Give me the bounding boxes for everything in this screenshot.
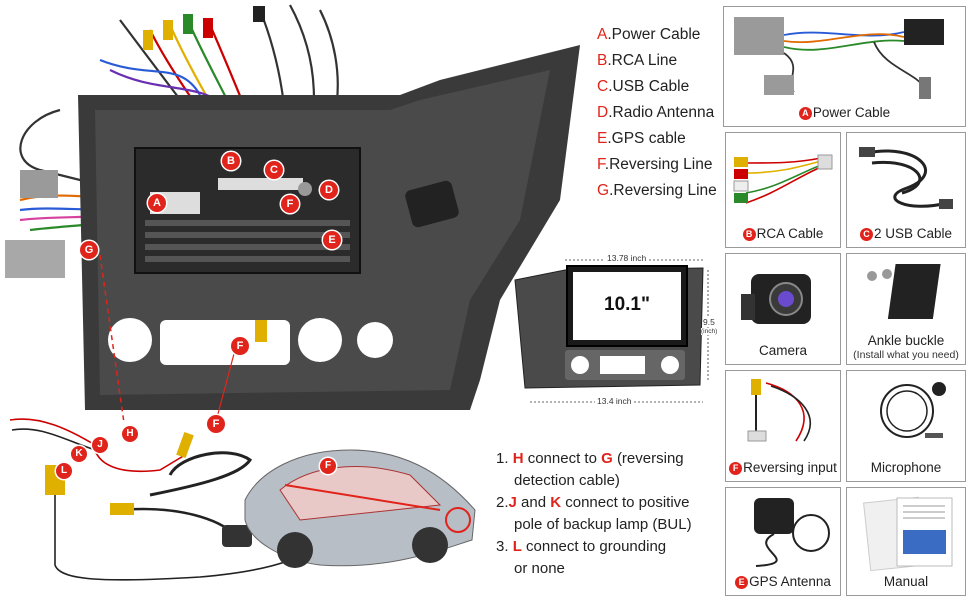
legend-item: A.Power Cable [597, 26, 701, 43]
marker-h: H [122, 426, 138, 442]
screen-size-label: 10.1" [604, 294, 650, 315]
part-marker: A [798, 107, 812, 120]
dimension-height-unit: (inch) [701, 328, 718, 335]
power-cable-image [734, 17, 944, 99]
part-label: Microphone [870, 460, 942, 475]
ankle-buckle-image [867, 264, 941, 319]
marker-g: G [80, 241, 98, 259]
dimension-height: 9.5 [703, 317, 715, 327]
marker-e: E [323, 231, 341, 249]
dimension-width: 13.78 inch [605, 253, 649, 263]
dimension-lines [514, 259, 709, 403]
legend-item: D.Radio Antenna [597, 104, 715, 121]
part-label: 2 USB Cable [873, 226, 953, 241]
part-label: RCA Cable [756, 226, 824, 241]
marker-b: B [222, 152, 240, 170]
part-label: Power Cable [812, 105, 891, 120]
legend-item: B.RCA Line [597, 52, 678, 69]
marker-f-wire: F [207, 415, 225, 433]
part-marker: C [859, 228, 873, 241]
part-label: GPS Antenna [749, 574, 831, 589]
part-marker: E [735, 576, 749, 589]
part-ankle-buckle: Ankle buckle (Install what you need) [846, 253, 966, 365]
marker-c: C [265, 161, 283, 179]
step-3-cont: or none [514, 560, 565, 577]
legend-item: F.Reversing Line [597, 156, 713, 173]
car-illustration [244, 449, 476, 568]
marker-j: J [92, 437, 108, 453]
part-sublabel: (Install what you need) [853, 349, 959, 361]
step-3: 3. L connect to grounding [496, 538, 667, 555]
marker-f-rca: F [231, 337, 249, 355]
dash-frame-illustration [5, 4, 580, 420]
microphone-image [880, 382, 946, 438]
legend-item: G.Reversing Line [597, 182, 717, 199]
part-label: Reversing input [743, 460, 837, 475]
marker-a: A [148, 194, 166, 212]
part-label: Camera [758, 343, 807, 358]
part-camera: Camera [725, 253, 841, 365]
legend-item: C.USB Cable [597, 78, 690, 95]
cable-legend: A.Power Cable B.RCA Line C.USB Cable D.R… [597, 22, 717, 204]
step-2-cont: pole of backup lamp (BUL) [514, 516, 692, 533]
marker-car-f: F [320, 458, 336, 474]
part-manual: Manual [846, 487, 966, 596]
usb-cable-image [859, 147, 953, 209]
part-marker: B [742, 228, 756, 241]
marker-l: L [56, 463, 72, 479]
marker-k: K [71, 446, 87, 462]
part-microphone: Microphone [846, 370, 966, 482]
step-2: 2.J and K connect to positive [496, 494, 690, 511]
part-marker: F [729, 462, 743, 475]
part-label: Ankle buckle [867, 333, 945, 348]
step-1-cont: detection cable) [514, 472, 620, 489]
rca-cable-image [733, 154, 833, 204]
gps-antenna-image [754, 498, 830, 567]
marker-d: D [320, 181, 338, 199]
step-1: 1. H connect to G (reversing [496, 450, 684, 467]
part-label: Manual [883, 574, 929, 589]
camera-image [741, 274, 811, 324]
reversing-input-image [747, 379, 811, 442]
manual-image [863, 496, 953, 572]
marker-f: F [281, 195, 299, 213]
connection-steps: 1. H connect to G (reversing detection c… [496, 448, 692, 580]
dimension-drawing: 13.78 inch 9.5 (inch) 13.4 inch 10.1" [505, 250, 720, 415]
dimension-bottom: 13.4 inch [595, 396, 634, 406]
legend-item: E.GPS cable [597, 130, 686, 147]
